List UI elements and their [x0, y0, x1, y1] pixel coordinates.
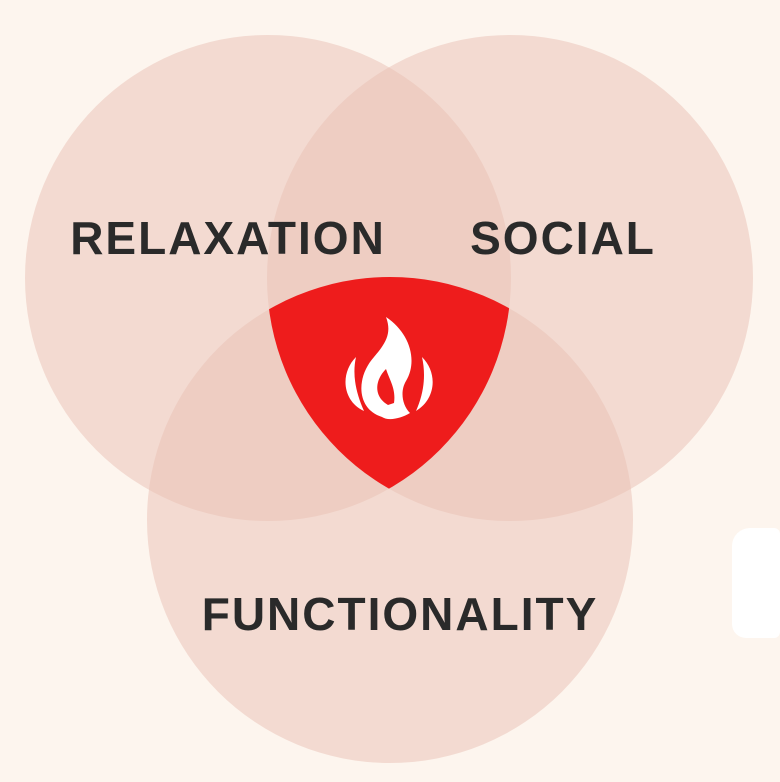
- flame-icon: [345, 317, 433, 420]
- label-social: SOCIAL: [470, 212, 656, 264]
- circle-functionality: [147, 277, 633, 763]
- label-functionality: FUNCTIONALITY: [202, 588, 599, 640]
- label-relaxation: RELAXATION: [70, 212, 386, 264]
- edge-smudge: [732, 528, 780, 638]
